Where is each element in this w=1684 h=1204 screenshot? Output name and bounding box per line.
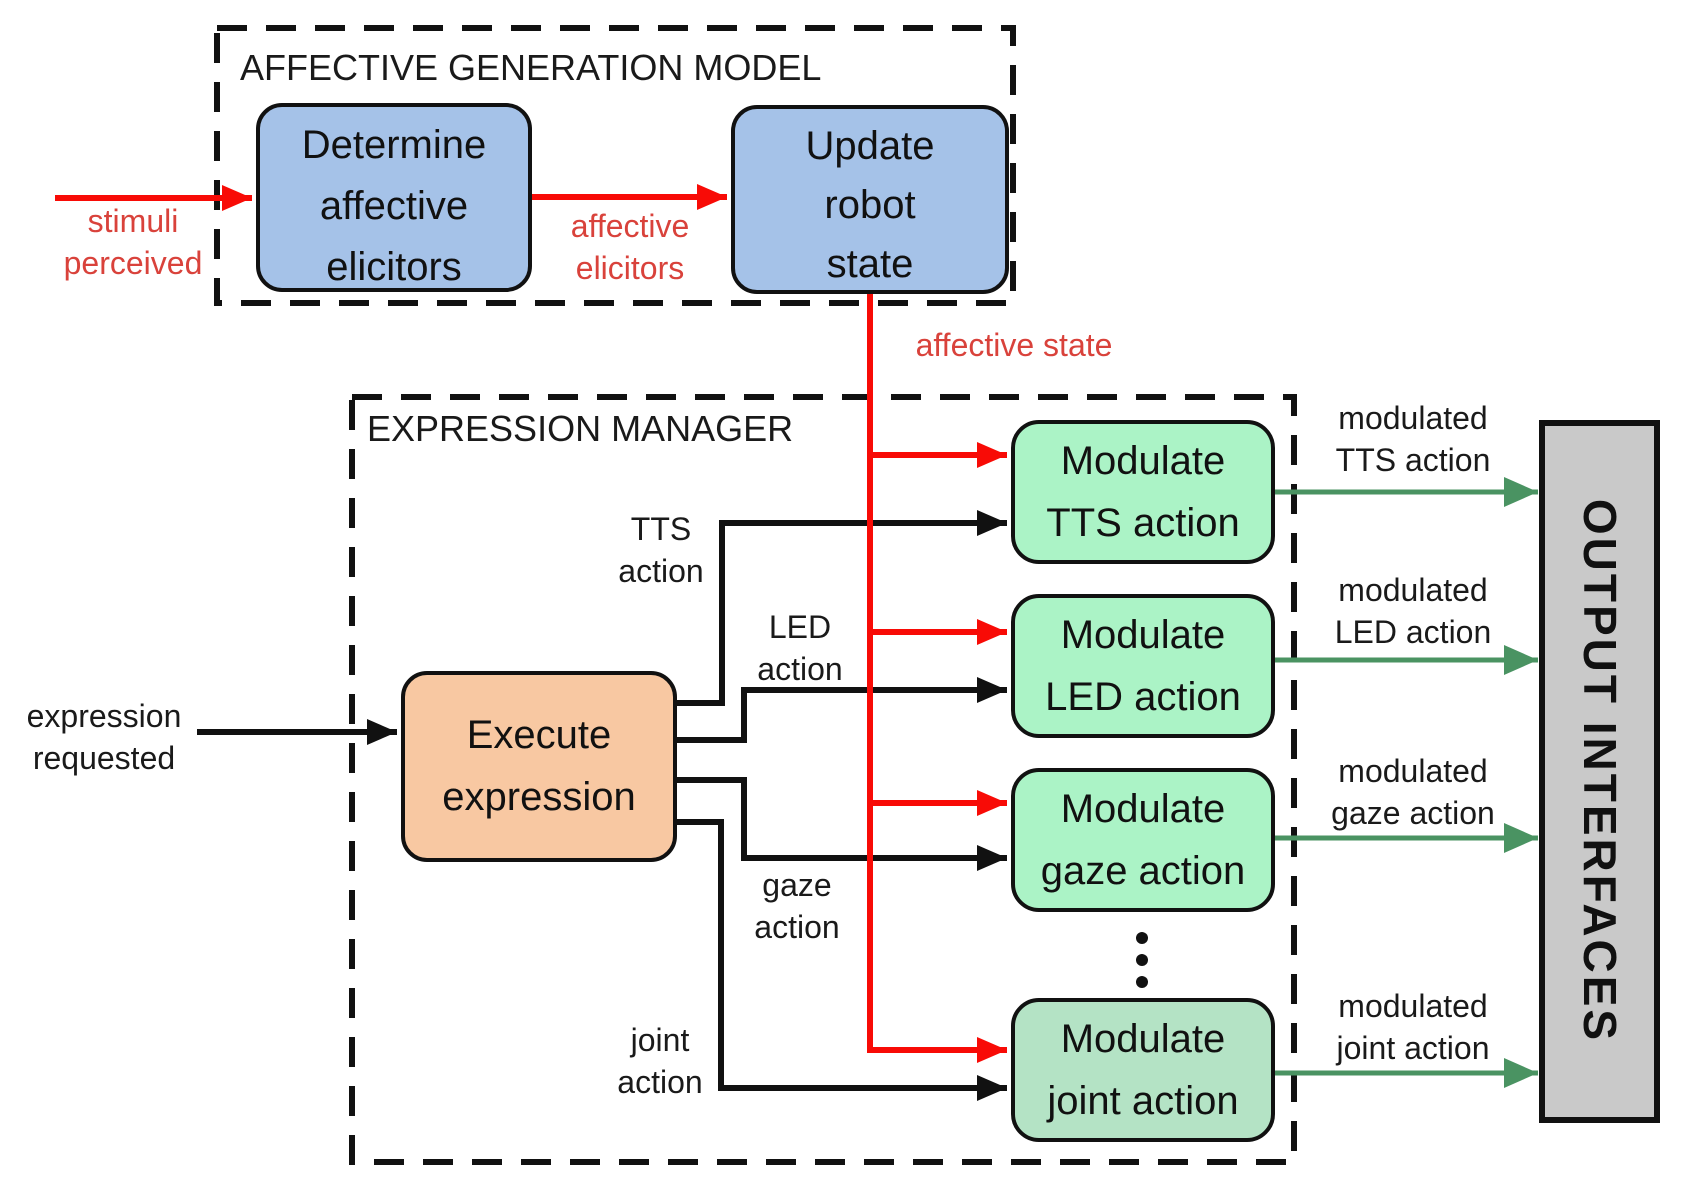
expression-manager-group-box xyxy=(349,394,1297,1165)
modulate-gaze-line1: Modulate xyxy=(1061,787,1226,831)
execute-node-line2: expression xyxy=(442,775,635,819)
edge-labels: stimuli perceived affective elicitors af… xyxy=(27,203,1495,1100)
affective-elicitors-label-line2: elicitors xyxy=(576,250,684,286)
execute-node-box xyxy=(401,671,677,862)
node-output-interfaces: OUTPUT INTERFACES xyxy=(1539,420,1660,1123)
led-action-connector xyxy=(675,677,1007,743)
node-modulate-led-action: Modulate LED action xyxy=(1011,594,1275,738)
modulated-joint-label-line1: modulated xyxy=(1338,988,1487,1024)
node-execute-expression: Execute expression xyxy=(401,671,677,862)
determine-node-line1: Determine xyxy=(302,123,487,167)
tts-action-label-line1: TTS xyxy=(631,511,691,547)
modulate-gaze-line2: gaze action xyxy=(1041,849,1246,893)
modulate-tts-line1: Modulate xyxy=(1061,439,1226,483)
black-action-connectors xyxy=(197,510,1007,1101)
node-update-robot-state: Update robot state xyxy=(731,105,1009,294)
gaze-action-label-line2: action xyxy=(754,909,839,945)
execute-node-line1: Execute xyxy=(467,713,612,757)
ellipsis-dot xyxy=(1136,976,1148,988)
expression-manager-title: EXPRESSION MANAGER xyxy=(367,408,793,449)
expression-requested-label-line1: expression xyxy=(27,698,182,734)
modulated-gaze-label-line1: modulated xyxy=(1338,753,1487,789)
modulate-joint-line1: Modulate xyxy=(1061,1017,1226,1061)
node-determine-affective-elicitors: Determine affective elicitors xyxy=(256,103,532,292)
output-interfaces-box xyxy=(1539,420,1660,1123)
joint-action-label-line1: joint xyxy=(630,1022,690,1058)
output-interfaces-label: OUTPUT INTERFACES xyxy=(1574,499,1626,1043)
affective-generation-model-group-box xyxy=(214,25,1016,306)
tts-action-connector xyxy=(675,510,1007,706)
gaze-action-label-line1: gaze xyxy=(762,867,831,903)
gaze-action-connector xyxy=(675,777,1007,871)
modulate-led-line1: Modulate xyxy=(1061,613,1226,657)
modulate-led-box xyxy=(1011,594,1275,738)
modulate-led-line2: LED action xyxy=(1045,675,1241,719)
modulated-joint-label-line2: joint action xyxy=(1336,1030,1490,1066)
determine-node-box xyxy=(256,103,532,292)
node-modulate-tts-action: Modulate TTS action xyxy=(1011,420,1275,564)
modulate-tts-box xyxy=(1011,420,1275,564)
update-node-line2: robot xyxy=(824,183,915,227)
modulate-gaze-box xyxy=(1011,768,1275,912)
modulated-led-label-line1: modulated xyxy=(1338,572,1487,608)
modulate-joint-box xyxy=(1011,998,1275,1142)
determine-node-line2: affective xyxy=(320,184,468,228)
modulated-led-label-line2: LED action xyxy=(1335,614,1492,650)
stimuli-perceived-label-line1: stimuli xyxy=(88,203,179,239)
ellipsis-dot xyxy=(1136,932,1148,944)
update-node-line3: state xyxy=(827,242,914,286)
modulated-gaze-label-line2: gaze action xyxy=(1331,795,1495,831)
modulate-joint-line2: joint action xyxy=(1046,1079,1238,1123)
determine-node-line3: elicitors xyxy=(326,245,462,289)
joint-action-connector xyxy=(675,819,1007,1101)
modulated-tts-label-line2: TTS action xyxy=(1336,442,1491,478)
update-node-box xyxy=(731,105,1009,294)
affective-generation-model-title: AFFECTIVE GENERATION MODEL xyxy=(240,47,821,88)
tts-action-label-line2: action xyxy=(618,553,703,589)
expression-requested-label-line2: requested xyxy=(33,740,175,776)
ellipsis-dot xyxy=(1136,954,1148,966)
affective-elicitors-label-line1: affective xyxy=(571,208,690,244)
modulate-tts-line2: TTS action xyxy=(1046,501,1239,545)
vertical-ellipsis-icon xyxy=(1136,932,1148,988)
led-action-label-line1: LED xyxy=(769,609,831,645)
joint-action-label-line2: action xyxy=(617,1064,702,1100)
update-node-line1: Update xyxy=(806,124,935,168)
led-action-label-line2: action xyxy=(757,651,842,687)
stimuli-perceived-label-line2: perceived xyxy=(64,245,203,281)
red-affect-connectors xyxy=(55,184,1007,1063)
green-output-connectors xyxy=(1273,477,1538,1088)
node-modulate-joint-action: Modulate joint action xyxy=(1011,998,1275,1142)
modulated-tts-label-line1: modulated xyxy=(1338,400,1487,436)
affective-state-trunk-and-joint-branch xyxy=(867,292,1007,1063)
node-modulate-gaze-action: Modulate gaze action xyxy=(1011,768,1275,912)
affective-state-label: affective state xyxy=(916,327,1113,363)
